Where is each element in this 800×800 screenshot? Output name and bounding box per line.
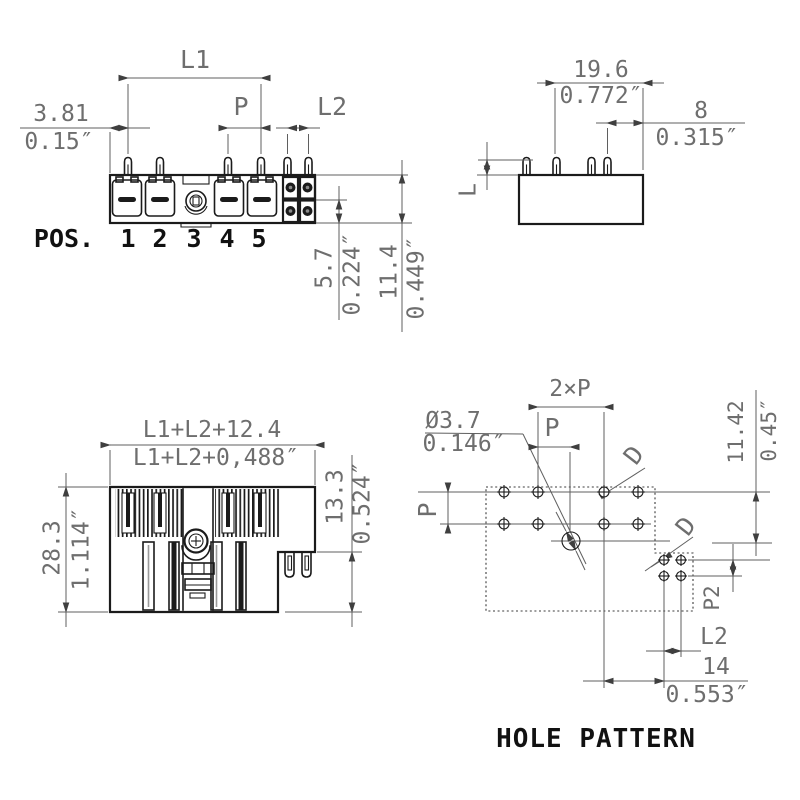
hole-dimensions: [444, 390, 760, 685]
dim-dia-mm: Ø3.7: [425, 408, 480, 434]
front-center-flange: [180, 174, 212, 228]
hole-pattern-view: 2×P P Ø3.7 0.146″ P 11.42 0.45″ P2 L2 14…: [413, 376, 781, 754]
hole: [497, 485, 511, 499]
side-dimensions: [477, 79, 745, 190]
dim-l2-label: L2: [317, 92, 347, 121]
side-view: 19.6 0.772″ 8 0.315″ L: [456, 57, 745, 226]
pos-1: 1: [120, 224, 135, 253]
dim-width-mm: 19.6: [573, 57, 628, 83]
dim-edge-mm: 8: [694, 98, 708, 124]
dim-row-in: 0.224″: [340, 232, 366, 315]
hole: [631, 485, 645, 499]
screw-head: [185, 190, 207, 212]
mated-solder-pins: [284, 551, 312, 578]
dim-total-mm: L1+L2+12.4: [143, 417, 281, 443]
drill-label-2: D: [670, 511, 702, 541]
dim-p-left-label: P: [413, 502, 442, 517]
dim-v-mm: 11.42: [724, 400, 748, 463]
side-body: [517, 173, 645, 226]
hole: [597, 485, 611, 499]
drill-holes: [497, 485, 687, 582]
hole: [658, 554, 670, 566]
contact-fins: [115, 489, 281, 537]
dim-v-in: 0.45″: [757, 398, 781, 461]
dim-step-mm: 13.3: [323, 469, 349, 524]
side-view-pins: [522, 156, 612, 176]
center-screw-assembly: [181, 488, 215, 611]
pos-5: 5: [251, 224, 266, 253]
hole: [675, 570, 687, 582]
dim-height-mm: 11.4: [377, 244, 403, 299]
dim-width-in: 0.772″: [559, 83, 642, 109]
dim-pin-length-label: L: [456, 183, 482, 197]
pos-3: 3: [186, 224, 201, 253]
hole-pattern-title: HOLE PATTERN: [496, 724, 696, 754]
dim-p-top-label: P: [544, 413, 559, 442]
hole: [531, 517, 545, 531]
dim-p2-label: P2: [700, 585, 724, 610]
front-view: L1 3.81 0.15″ P L2 5.7 0.224″ 11.4 0.449…: [20, 45, 430, 332]
dim-height-in: 0.449″: [404, 236, 430, 319]
mated-body: [108, 485, 317, 614]
dim-l1-label: L1: [180, 45, 210, 74]
front-terminal-modules: [111, 176, 278, 217]
hole: [597, 517, 611, 531]
hole: [675, 554, 687, 566]
front-view-pins: [123, 156, 313, 176]
dim-dia-in: 0.146″: [422, 431, 505, 457]
wire-slots: [118, 197, 271, 202]
fixing-screw: [183, 528, 209, 554]
dim-row-mm: 5.7: [312, 247, 338, 289]
dim-2xp-label: 2×P: [549, 376, 591, 402]
dim-offset-in: 0.15″: [24, 129, 93, 155]
fixing-hole: [561, 531, 581, 551]
dim-total-in: L1+L2+0,488″: [133, 445, 299, 471]
dim-p-label: P: [233, 92, 248, 121]
hole: [497, 517, 511, 531]
lower-slots: [142, 541, 247, 611]
hole: [531, 485, 545, 499]
dim-step-in: 0.524″: [350, 461, 376, 544]
dim-mated-height-in: 1.114″: [69, 507, 95, 590]
front-contact-block: [281, 175, 317, 224]
dim-l2-hole-label: L2: [700, 624, 728, 650]
hole: [658, 570, 670, 582]
pos-2: 2: [152, 224, 167, 253]
dim-offset-mm: 3.81: [33, 101, 88, 127]
front-dimensions: [20, 74, 412, 332]
pos-label: POS.: [34, 224, 94, 253]
hole: [631, 517, 645, 531]
dim-edge-in: 0.315″: [655, 125, 738, 151]
board-outline: [485, 486, 694, 612]
pos-4: 4: [219, 224, 234, 253]
dim-w-in: 0.553″: [665, 682, 748, 708]
mated-dimensions: [58, 441, 362, 627]
mated-view: L1+L2+12.4 L1+L2+0,488″ 28.3 1.114″ 13.3…: [40, 417, 376, 627]
contact-pins: [285, 182, 313, 216]
dim-mated-height-mm: 28.3: [40, 520, 66, 575]
diameter-leader: [424, 432, 587, 571]
drill-label-1: D: [618, 440, 650, 470]
dim-w-mm: 14: [702, 654, 730, 680]
